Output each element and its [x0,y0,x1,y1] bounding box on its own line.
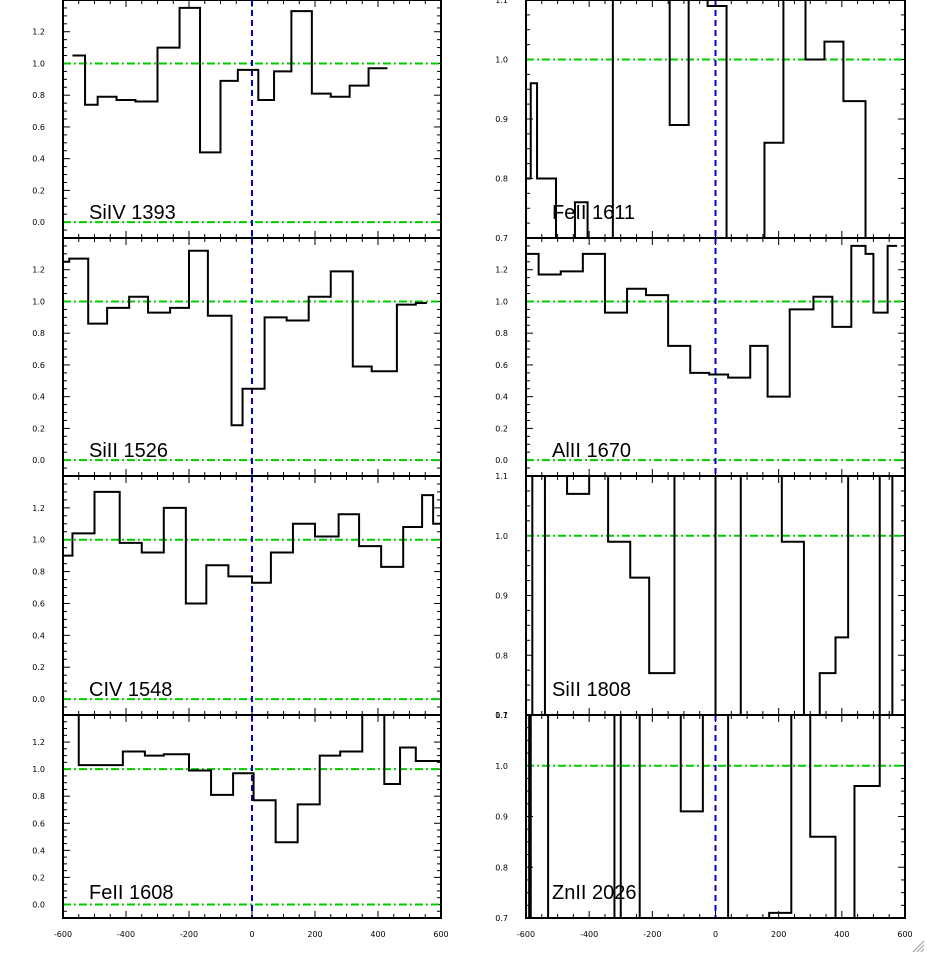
y-tick-label: 0.6 [495,361,508,370]
y-tick-label: 1.0 [32,297,45,306]
y-tick-label: 1.0 [495,56,508,65]
y-tick-label: 0.2 [32,663,45,672]
x-tick-label: 600 [433,930,448,939]
y-tick-label: 0.0 [32,695,45,704]
x-tick-label: 200 [307,930,322,939]
y-tick-label: 0.0 [32,456,45,465]
x-tick-label: 0 [249,930,254,939]
panel-label-civ-1548: CIV 1548 [89,679,172,701]
x-tick-label: 400 [370,930,385,939]
y-tick-label: 0.2 [32,873,45,882]
panel-label-feii-1608: FeII 1608 [89,882,174,904]
y-tick-label: 0.2 [495,424,508,433]
panel-label-siiv-1393: SiIV 1393 [89,202,176,224]
y-tick-label: 0.4 [32,631,45,640]
panel-label-siii-1808: SiII 1808 [552,679,631,701]
x-tick-label: -600 [517,930,535,939]
panel-label-alii-1670: AlII 1670 [552,440,631,462]
x-tick-label: -200 [643,930,661,939]
spectrum-feii-1611 [526,0,896,238]
y-tick-label: 0.8 [495,863,508,872]
spectrum-civ-1548 [63,490,441,605]
y-tick-label: 0.8 [32,91,45,100]
y-tick-label: 1.2 [32,504,45,513]
y-tick-label: 0.7 [495,234,508,243]
y-tick-label: 0.6 [32,819,45,828]
panel-label-siii-1526: SiII 1526 [89,440,168,462]
resize-grip-icon[interactable] [911,939,925,953]
y-tick-label: 0.8 [495,651,508,660]
x-tick-label: 600 [897,930,912,939]
y-tick-label: 0.7 [495,711,508,720]
y-tick-label: 0.7 [495,914,508,923]
x-tick-label: -400 [117,930,135,939]
x-tick-label: 400 [834,930,849,939]
y-tick-label: 1.2 [32,738,45,747]
y-tick-label: 1.2 [32,28,45,37]
y-tick-label: 1.2 [32,266,45,275]
y-tick-label: 1.2 [495,266,508,275]
y-tick-label: 0.2 [32,424,45,433]
x-tick-label: 200 [771,930,786,939]
y-tick-label: 1.0 [32,59,45,68]
spectrum-siii-1808 [531,476,894,715]
y-tick-label: 0.6 [32,123,45,132]
y-tick-label: 0.4 [32,393,45,402]
y-tick-label: 0.4 [32,846,45,855]
y-tick-label: 0.6 [32,361,45,370]
y-tick-label: 1.0 [32,536,45,545]
y-tick-label: 0.8 [32,792,45,801]
y-tick-label: 0.9 [495,592,508,601]
y-tick-label: 0.9 [495,115,508,124]
panel-frame [525,714,906,919]
y-tick-label: 0.8 [495,329,508,338]
y-tick-label: 0.4 [32,155,45,164]
y-tick-label: 1.1 [495,472,508,481]
y-tick-label: 0.2 [32,186,45,195]
spectrum-alii-1670 [526,244,898,398]
y-tick-label: 1.0 [495,762,508,771]
y-tick-label: 1.0 [32,765,45,774]
panel-label-feii-1611: FeII 1611 [552,202,635,224]
y-tick-label: 0.8 [32,329,45,338]
panel-frame [62,714,442,919]
y-tick-label: 0.0 [495,456,508,465]
y-tick-label: 0.8 [495,175,508,184]
y-tick-label: 0.0 [32,900,45,909]
y-tick-label: 0.0 [32,218,45,227]
y-tick-label: 0.6 [32,599,45,608]
y-tick-label: 1.0 [495,297,508,306]
y-tick-label: 0.9 [495,813,508,822]
spectrum-feii-1608 [77,715,441,844]
x-tick-label: -400 [580,930,598,939]
panel-label-znii-2026: ZnII 2026 [552,882,637,904]
y-tick-label: 1.0 [495,532,508,541]
y-tick-label: 0.8 [32,568,45,577]
x-tick-label: -600 [54,930,72,939]
spectrum-siiv-1393 [72,6,388,154]
y-tick-label: 1.1 [495,0,508,5]
y-tick-label: 0.4 [495,393,508,402]
x-tick-label: -200 [180,930,198,939]
y-tick-label: 1.1 [495,711,508,720]
x-tick-label: 0 [713,930,718,939]
spectrum-siii-1526 [63,249,427,427]
